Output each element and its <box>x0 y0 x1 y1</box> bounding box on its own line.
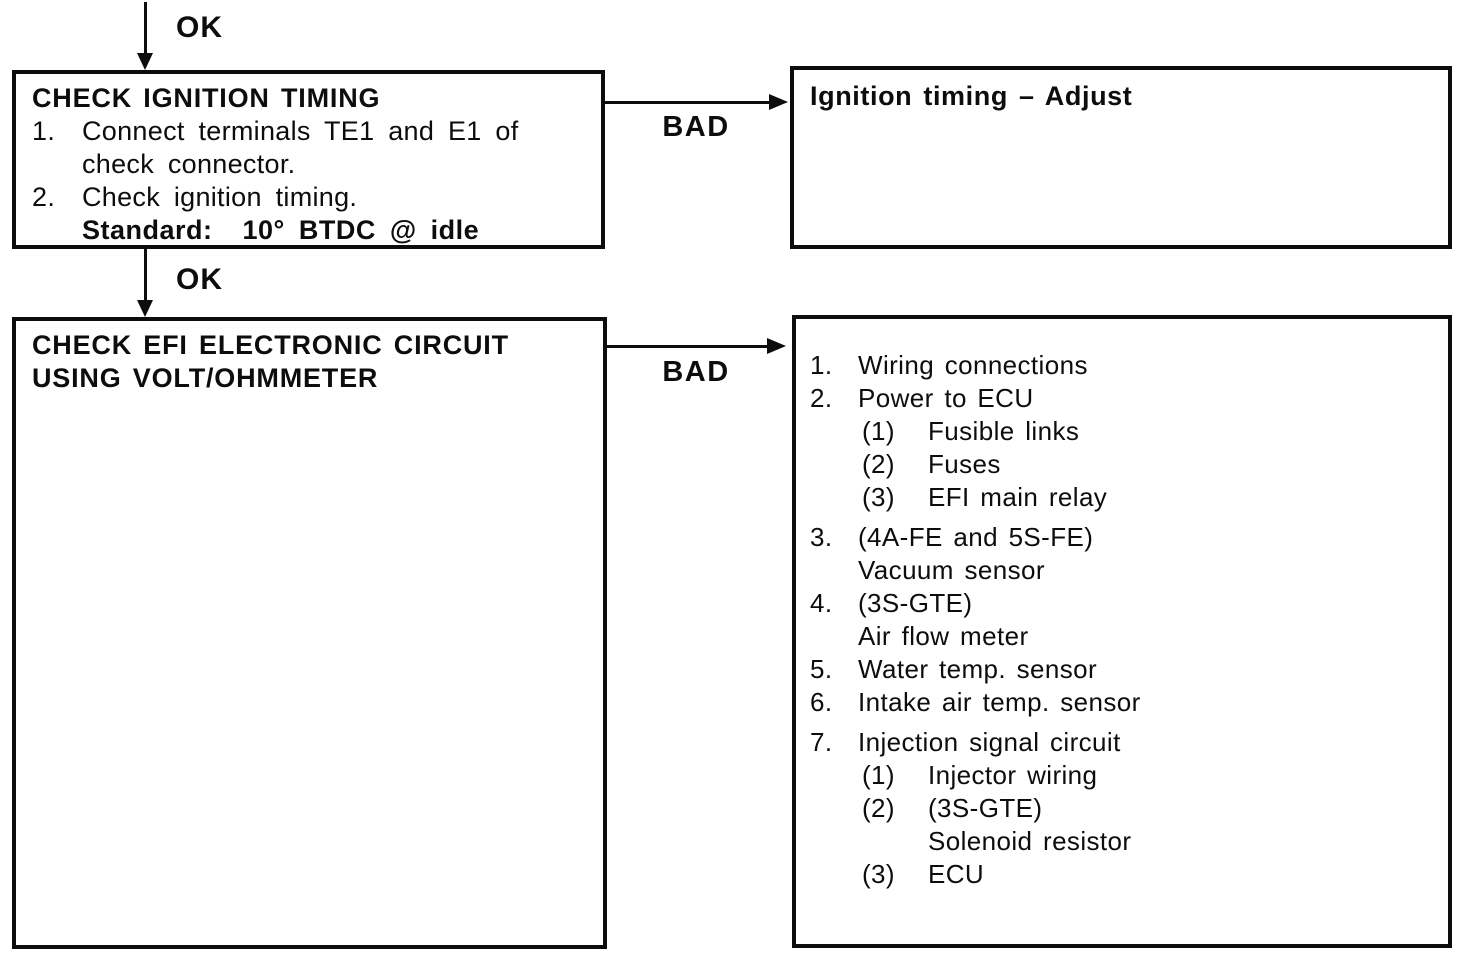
subitem-number: (2) <box>862 793 895 823</box>
item-text: Intake air temp. sensor <box>858 687 1141 717</box>
step1-item-2-line: 2. Check ignition timing. <box>32 181 587 214</box>
ignition-timing-adjust-box: Ignition timing – Adjust <box>790 66 1452 249</box>
bad-label-row1: BAD <box>662 111 730 143</box>
checklist-subitem-ecu: (3) ECU <box>810 858 1438 891</box>
subitem-number: (2) <box>862 449 895 479</box>
checklist-subitem-solenoid-resistor: Solenoid resistor <box>810 825 1438 858</box>
checklist-item-4afe-5sfe: 3. (4A-FE and 5S-FE) <box>810 521 1438 554</box>
checklist-item-injection-signal-circuit: 7. Injection signal circuit <box>810 726 1438 759</box>
standard-label: Standard: <box>82 215 213 245</box>
checklist-subitem-fuses: (2) Fuses <box>810 448 1438 481</box>
item-text: Vacuum sensor <box>858 555 1045 585</box>
subitem-text: ECU <box>928 859 985 889</box>
bad-row2-arrow-line <box>607 345 769 348</box>
step1-item-2-number: 2. <box>32 182 56 212</box>
ignition-timing-adjust-text: Ignition timing – Adjust <box>810 81 1133 111</box>
checklist-item-water-temp-sensor: 5. Water temp. sensor <box>810 653 1438 686</box>
check-efi-circuit-title-line2: USING VOLT/OHMMETER <box>32 363 379 393</box>
step1-item-1-line-1: 1. Connect terminals TE1 and E1 of <box>32 115 587 148</box>
item-text: Water temp. sensor <box>858 654 1098 684</box>
subitem-number: (1) <box>862 416 895 446</box>
step1-item-1-spacer <box>32 148 82 181</box>
subitem-text: EFI main relay <box>928 482 1108 512</box>
subitem-text: Solenoid resistor <box>928 826 1132 856</box>
checklist-item-wiring-connections: 1. Wiring connections <box>810 349 1438 382</box>
checklist-subitem-injector-wiring: (1) Injector wiring <box>810 759 1438 792</box>
subitem-number: (3) <box>862 859 895 889</box>
subitem-number: (1) <box>862 760 895 790</box>
bad-row1-arrow-head-icon <box>769 94 788 110</box>
item-number: 6. <box>810 687 833 717</box>
ok-label-mid: OK <box>176 263 223 296</box>
item-number: 5. <box>810 654 833 684</box>
item-text: Power to ECU <box>858 383 1034 413</box>
ok-top-arrow-line <box>144 2 147 55</box>
item-spacer <box>810 620 858 653</box>
checklist-item-3sgte: 4. (3S-GTE) <box>810 587 1438 620</box>
step1-item-2-text: Check ignition timing. <box>82 182 358 212</box>
subitem-text: Fusible links <box>928 416 1080 446</box>
step1-item-1-number: 1. <box>32 116 56 146</box>
check-ignition-timing-title: CHECK IGNITION TIMING <box>32 83 381 113</box>
bad-row2-arrow-head-icon <box>767 338 786 354</box>
check-ignition-timing-box: CHECK IGNITION TIMING 1. Connect termina… <box>12 70 605 249</box>
item-text: (3S-GTE) <box>858 588 973 618</box>
checklist-item-power-to-ecu: 2. Power to ECU <box>810 382 1438 415</box>
bad-label-row2: BAD <box>662 356 730 388</box>
ok-mid-arrow-head-icon <box>137 300 153 317</box>
item-number: 2. <box>810 383 833 413</box>
item-number: 4. <box>810 588 833 618</box>
item-text: (4A-FE and 5S-FE) <box>858 522 1094 552</box>
step1-standard-line: Standard: 10° BTDC @ idle <box>32 214 587 247</box>
item-number: 3. <box>810 522 833 552</box>
item-text: Injection signal circuit <box>858 727 1121 757</box>
checklist-item-air-flow-meter: Air flow meter <box>810 620 1438 653</box>
step1-standard-spacer <box>32 214 82 247</box>
subitem-text: Injector wiring <box>928 760 1098 790</box>
efi-circuit-checklist-box: 1. Wiring connections 2. Power to ECU (1… <box>792 315 1452 948</box>
step1-item-1-text: Connect terminals TE1 and E1 of <box>82 116 519 146</box>
ok-label-top: OK <box>176 11 223 44</box>
checklist-subitem-fusible-links: (1) Fusible links <box>810 415 1438 448</box>
item-number: 7. <box>810 727 833 757</box>
item-number: 1. <box>810 350 833 380</box>
check-efi-circuit-title-line1: CHECK EFI ELECTRONIC CIRCUIT <box>32 330 509 360</box>
ok-top-arrow-head-icon <box>137 53 153 70</box>
subitem-spacer <box>862 825 928 858</box>
bad-row1-arrow-line <box>605 101 771 104</box>
checklist-item-vacuum-sensor: Vacuum sensor <box>810 554 1438 587</box>
item-text: Wiring connections <box>858 350 1088 380</box>
standard-value: 10° BTDC @ idle <box>242 215 480 245</box>
ok-mid-arrow-line <box>144 249 147 301</box>
step1-item-1-line-2: check connector. <box>32 148 587 181</box>
subitem-text: (3S-GTE) <box>928 793 1043 823</box>
subitem-text: Fuses <box>928 449 1001 479</box>
check-efi-circuit-box: CHECK EFI ELECTRONIC CIRCUIT USING VOLT/… <box>12 317 607 949</box>
checklist-item-intake-air-temp-sensor: 6. Intake air temp. sensor <box>810 686 1438 719</box>
step1-standard-text: Standard: 10° BTDC @ idle <box>82 214 587 247</box>
item-spacer <box>810 554 858 587</box>
checklist-subitem-efi-main-relay: (3) EFI main relay <box>810 481 1438 514</box>
step1-item-1-text-cont: check connector. <box>82 149 296 179</box>
item-text: Air flow meter <box>858 621 1029 651</box>
checklist-subitem-3sgte: (2) (3S-GTE) <box>810 792 1438 825</box>
subitem-number: (3) <box>862 482 895 512</box>
